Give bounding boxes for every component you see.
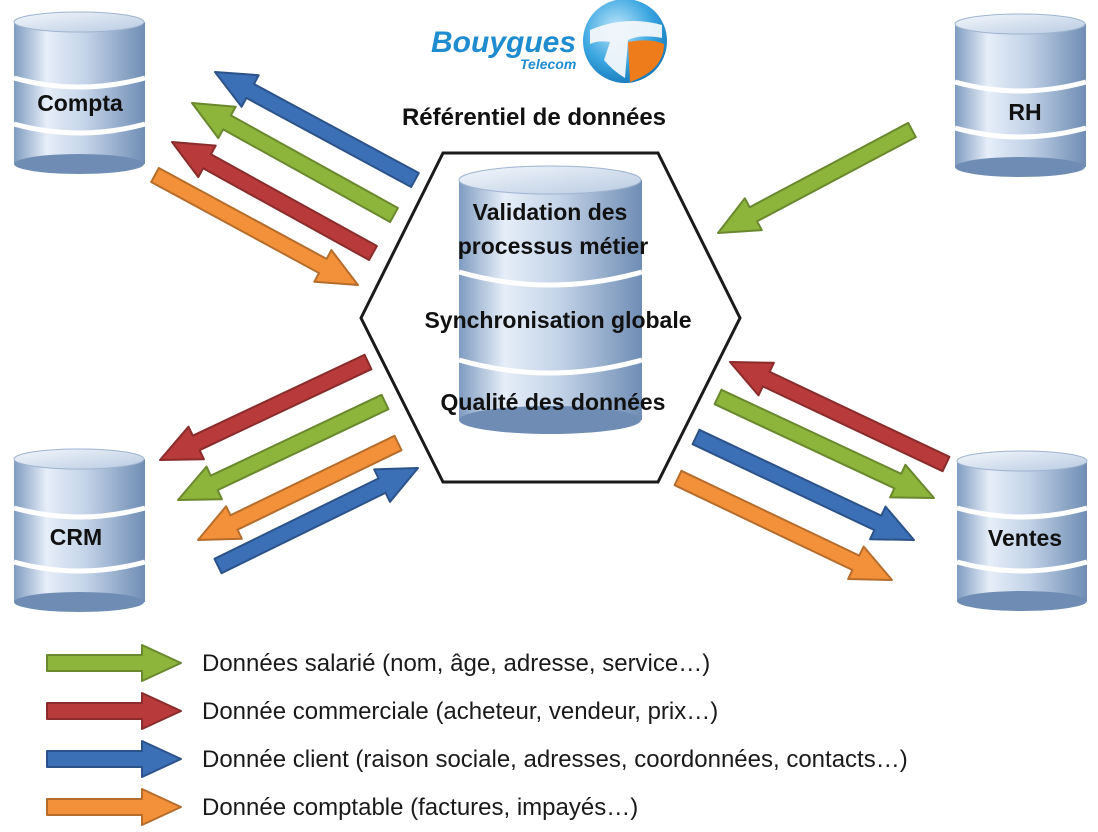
arrow-salarie-hub-to-crm — [177, 393, 390, 501]
legend-arrow-comptable-icon — [46, 788, 182, 826]
database-crm-label: CRM — [50, 524, 102, 550]
bouygues-telecom-logo: Bouygues Telecom — [431, 0, 667, 83]
arrow-client-hub-to-compta — [214, 71, 420, 188]
database-rh: RH — [954, 13, 1087, 177]
legend-arrow-commerciale-icon — [46, 692, 182, 730]
arrow-client-crm-to-hub — [213, 467, 419, 575]
database-ventes-label: Ventes — [988, 525, 1062, 551]
hub-line-1: Validation des — [473, 199, 628, 225]
arrow-commerciale-ventes-to-hub — [729, 361, 951, 473]
hub-title: Référentiel de données — [402, 104, 666, 131]
hub-line-3: Synchronisation globale — [424, 307, 691, 333]
arrow-salarie-rh-to-hub — [717, 121, 917, 234]
database-compta: Compta — [13, 11, 146, 174]
hub-hexagon: Validation des processus métier Synchron… — [359, 151, 742, 484]
database-rh-label: RH — [1008, 99, 1041, 125]
arrow-client-hub-to-ventes — [691, 428, 915, 541]
flow-arrows — [150, 71, 951, 581]
legend-label-salarie: Données salarié (nom, âge, adresse, serv… — [202, 650, 711, 677]
legend-arrow-client-icon — [46, 740, 182, 778]
logo-brand-text: Bouygues — [431, 26, 576, 59]
arrow-comptable-hub-to-ventes — [673, 469, 893, 581]
data-flow-diagram: Bouygues Telecom Référentiel de données … — [13, 0, 1088, 612]
database-compta-label: Compta — [37, 90, 123, 116]
hub-line-4: Qualité des données — [441, 389, 666, 415]
arrow-commerciale-hub-to-crm — [159, 353, 373, 461]
legend-arrow-salarie-icon — [46, 644, 182, 682]
database-crm: CRM — [13, 448, 146, 612]
logo-ball-icon — [583, 0, 667, 83]
arrow-comptable-compta-to-hub — [150, 167, 359, 286]
hub-line-2: processus métier — [458, 233, 649, 259]
legend-label-comptable: Donnée comptable (factures, impayés…) — [202, 794, 639, 821]
central-database-icon — [458, 165, 643, 434]
arrow-salarie-hub-to-compta — [191, 102, 399, 223]
logo-sub-text: Telecom — [520, 56, 576, 72]
database-ventes: Ventes — [956, 450, 1088, 611]
arrow-salarie-hub-to-ventes — [713, 388, 935, 499]
legend-label-client: Donnée client (raison sociale, adresses,… — [202, 746, 908, 773]
arrow-commerciale-hub-to-compta — [171, 141, 378, 261]
legend-label-commerciale: Donnée commerciale (acheteur, vendeur, p… — [202, 698, 719, 725]
arrow-comptable-hub-to-crm — [197, 434, 403, 541]
